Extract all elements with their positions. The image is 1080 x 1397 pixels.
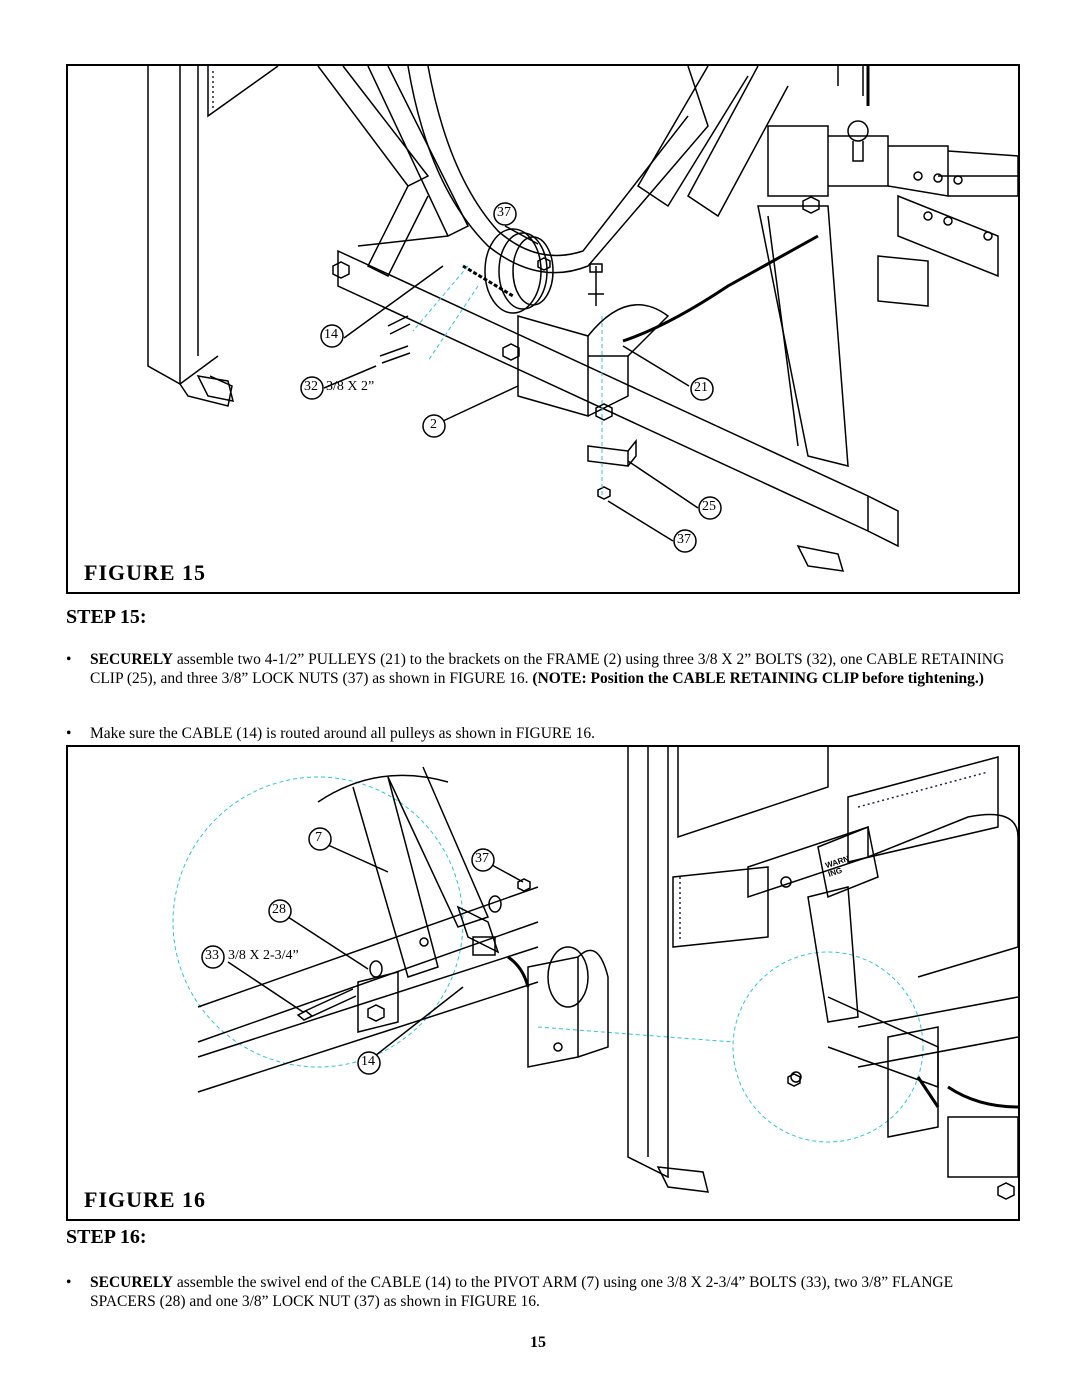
callout-37-top: 37	[497, 205, 511, 220]
callout-32: 32	[304, 379, 318, 394]
callout-33-size: 3/8 X 2-3/4”	[228, 948, 299, 963]
figure-16: 7 37 28 33 3/8 X 2-3/4” 14 WARN ING FIGU…	[66, 745, 1020, 1221]
bullet-dot: •	[66, 651, 72, 668]
step-16-heading: STEP 16:	[66, 1226, 147, 1248]
callout-21: 21	[694, 380, 708, 395]
figure-15-drawing	[147, 66, 1018, 572]
bullet-text: assemble two 4-1/2” PULLEYS (21) to the …	[90, 651, 1005, 687]
bullet-text: Make sure the CABLE (14) is routed aroun…	[90, 725, 595, 742]
bullet-dot: •	[66, 1274, 72, 1291]
bullet-note: (NOTE: Position the CABLE RETAINING CLIP…	[532, 670, 984, 687]
callout-7: 7	[315, 830, 322, 845]
step-15-bullet-1: • SECURELY assemble two 4-1/2” PULLEYS (…	[66, 650, 1021, 688]
callout-14: 14	[361, 1054, 375, 1069]
step-15-bullet-2: • Make sure the CABLE (14) is routed aro…	[66, 724, 1021, 743]
callout-2: 2	[430, 417, 437, 432]
bullet-emphasis: SECURELY	[90, 1274, 173, 1291]
step-15-heading: STEP 15:	[66, 606, 147, 628]
callout-14: 14	[324, 327, 338, 342]
bullet-dot: •	[66, 725, 72, 742]
callout-33: 33	[205, 948, 219, 963]
callout-32-size: 3/8 X 2”	[326, 379, 375, 394]
page-number: 15	[530, 1334, 546, 1351]
figure-16-title: FIGURE 16	[80, 1187, 211, 1213]
callout-28: 28	[272, 902, 286, 917]
bullet-emphasis: SECURELY	[90, 651, 173, 668]
callout-25: 25	[702, 499, 716, 514]
callout-37-bottom: 37	[677, 532, 691, 547]
bullet-text: assemble the swivel end of the CABLE (14…	[90, 1274, 954, 1310]
callout-37: 37	[475, 851, 489, 866]
step-16-bullet-1: • SECURELY assemble the swivel end of th…	[66, 1273, 1021, 1311]
figure-16-drawing	[172, 747, 1018, 1200]
figure-15-title: FIGURE 15	[80, 560, 211, 586]
figure-15: 37 14 32 3/8 X 2” 2 21 25 37 FIGURE 15	[66, 64, 1020, 594]
